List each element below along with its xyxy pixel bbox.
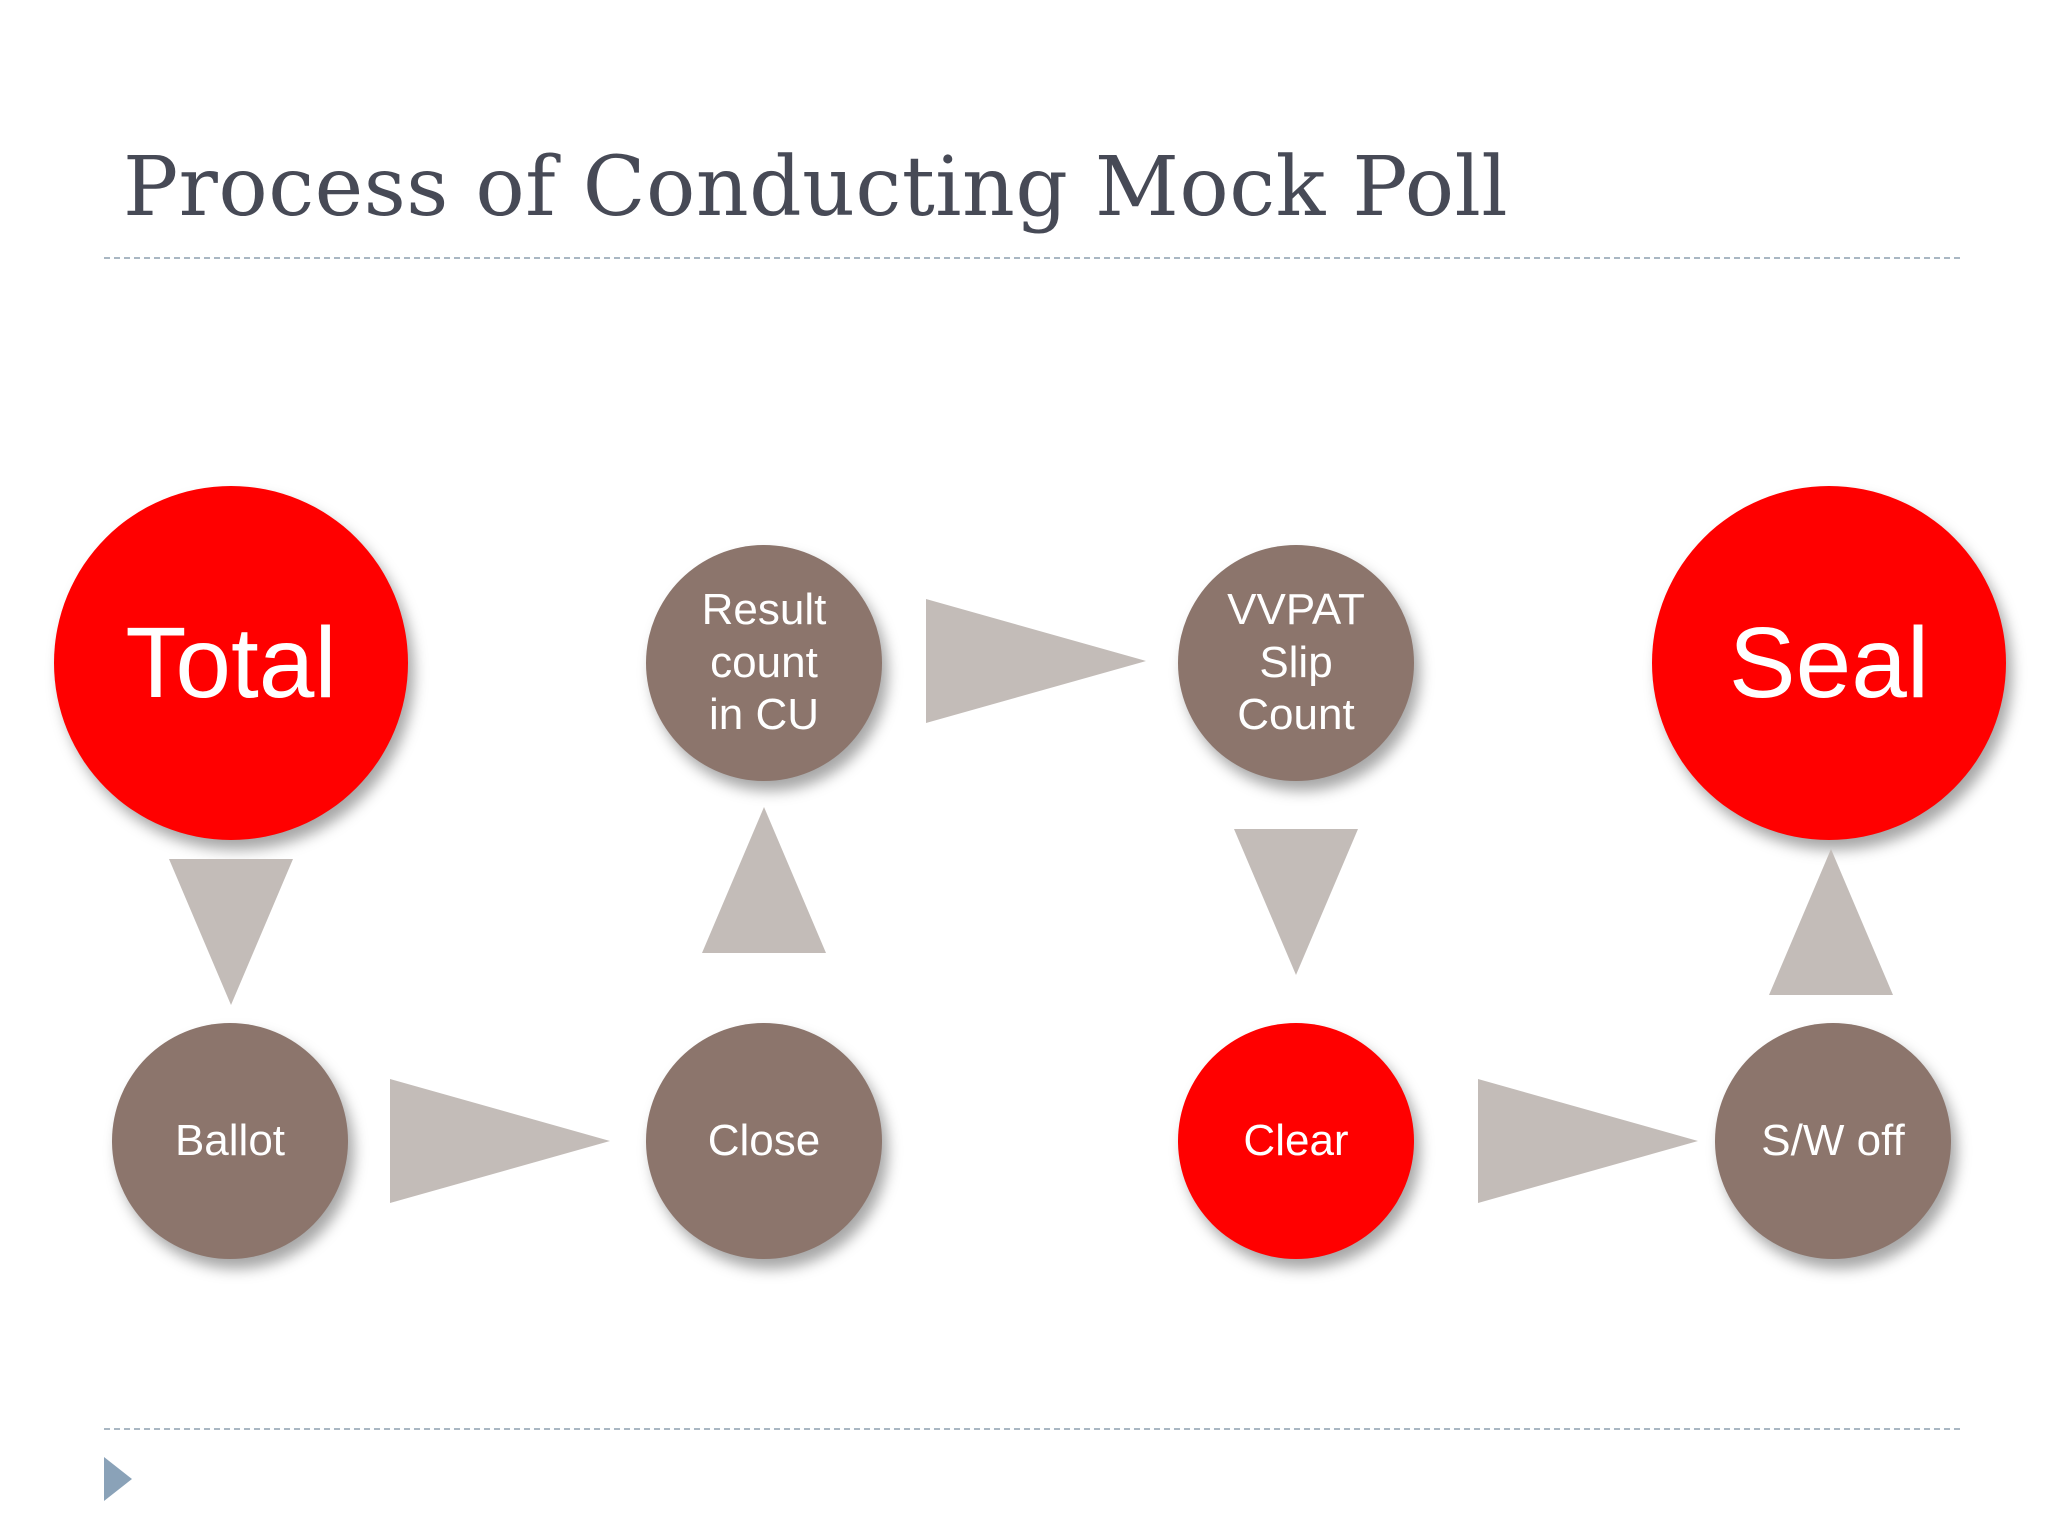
- node-vvpat-slip-count-label: VVPAT Slip Count: [1227, 584, 1365, 740]
- node-close-label: Close: [707, 1115, 821, 1165]
- arrow-swoff-to-seal: [1769, 849, 1893, 995]
- node-total-label: Total: [125, 607, 337, 719]
- slide-title: Process of Conducting Mock Poll: [123, 140, 1509, 235]
- node-sw-off-label: S/W off: [1761, 1115, 1905, 1165]
- arrow-vvpat-to-clear: [1234, 829, 1358, 975]
- node-ballot: Ballot: [112, 1023, 348, 1259]
- node-vvpat-slip-count: VVPAT Slip Count: [1178, 545, 1414, 781]
- node-total: Total: [54, 486, 408, 840]
- next-slide-icon[interactable]: [104, 1457, 132, 1501]
- node-result-count: Result count in CU: [646, 545, 882, 781]
- arrow-ballot-to-close: [390, 1079, 610, 1203]
- node-ballot-label: Ballot: [174, 1115, 286, 1165]
- arrow-total-to-ballot: [169, 859, 293, 1005]
- title-divider: [104, 257, 1960, 259]
- footer-divider: [104, 1428, 1960, 1430]
- node-seal-label: Seal: [1728, 607, 1930, 719]
- node-result-count-label: Result count in CU: [701, 584, 827, 740]
- arrow-close-to-result: [702, 807, 826, 953]
- node-close: Close: [646, 1023, 882, 1259]
- node-clear: Clear: [1178, 1023, 1414, 1259]
- node-seal: Seal: [1652, 486, 2006, 840]
- node-sw-off: S/W off: [1715, 1023, 1951, 1259]
- arrow-result-to-vvpat: [926, 599, 1146, 723]
- arrow-clear-to-swoff: [1478, 1079, 1698, 1203]
- node-clear-label: Clear: [1243, 1115, 1349, 1165]
